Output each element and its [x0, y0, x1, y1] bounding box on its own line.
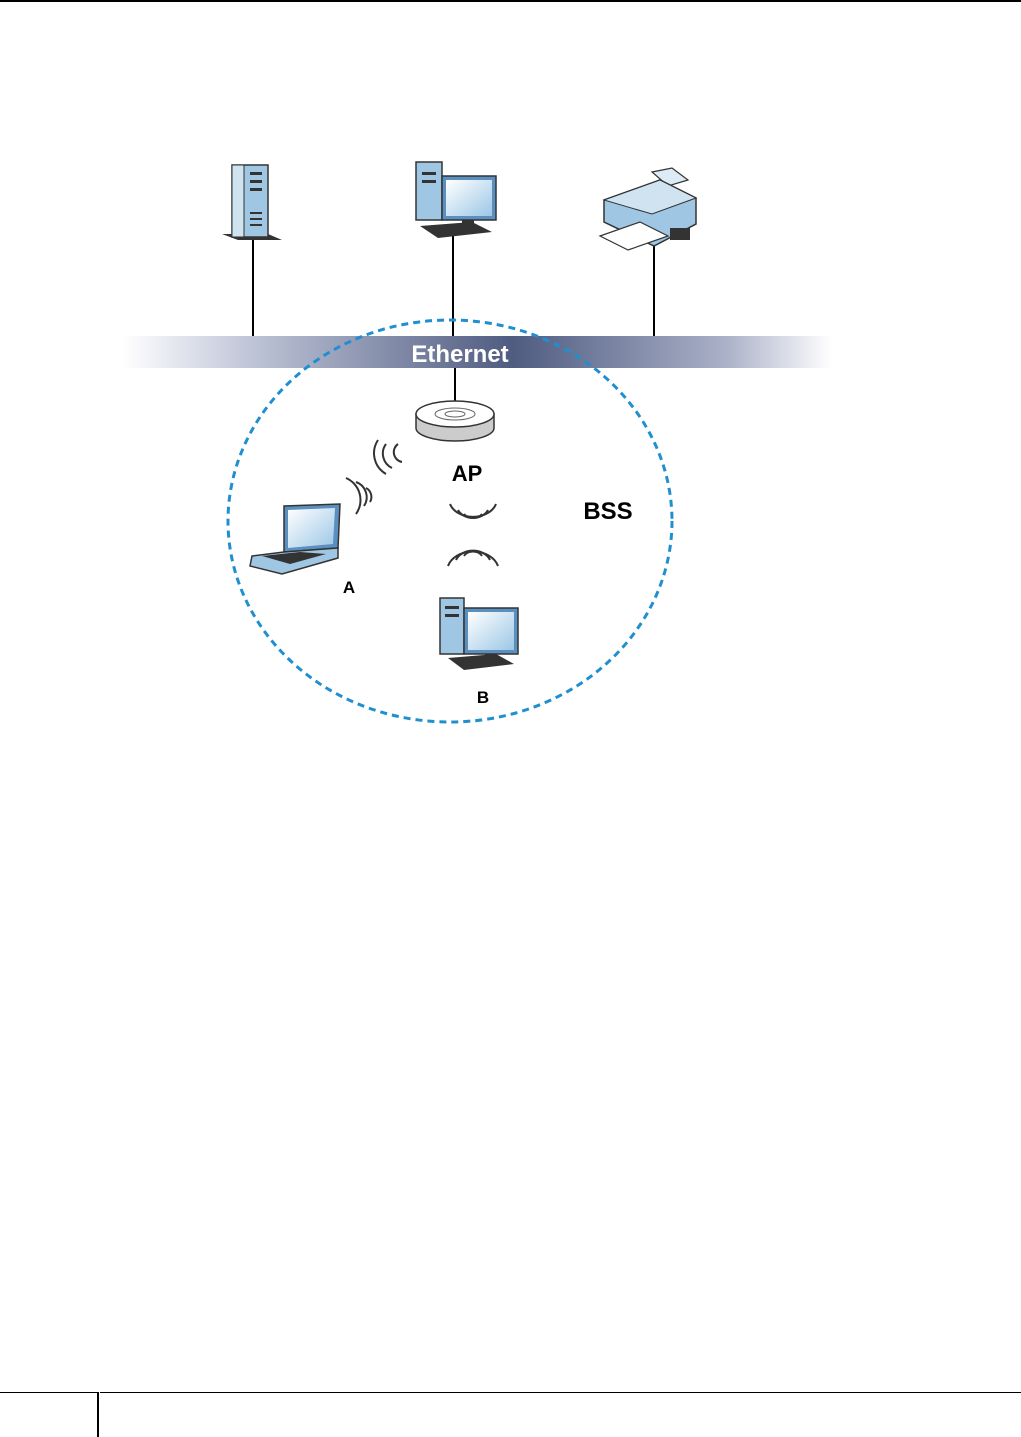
station-b-label: B — [477, 688, 489, 707]
wireless-signal-icon — [448, 504, 498, 566]
ap-label: AP — [452, 461, 483, 486]
page-number-box — [0, 1392, 99, 1437]
wireless-signal-icon — [346, 440, 402, 514]
server-icon — [222, 165, 282, 240]
desktop-computer-icon — [440, 598, 518, 670]
footer-rule — [100, 1392, 1021, 1393]
laptop-icon — [250, 504, 340, 574]
desktop-computer-icon — [416, 162, 496, 238]
printer-icon — [600, 168, 696, 250]
access-point-icon — [416, 401, 494, 441]
ethernet-label: Ethernet — [411, 341, 508, 368]
bss-label: BSS — [583, 498, 632, 525]
station-a-label: A — [343, 578, 355, 597]
